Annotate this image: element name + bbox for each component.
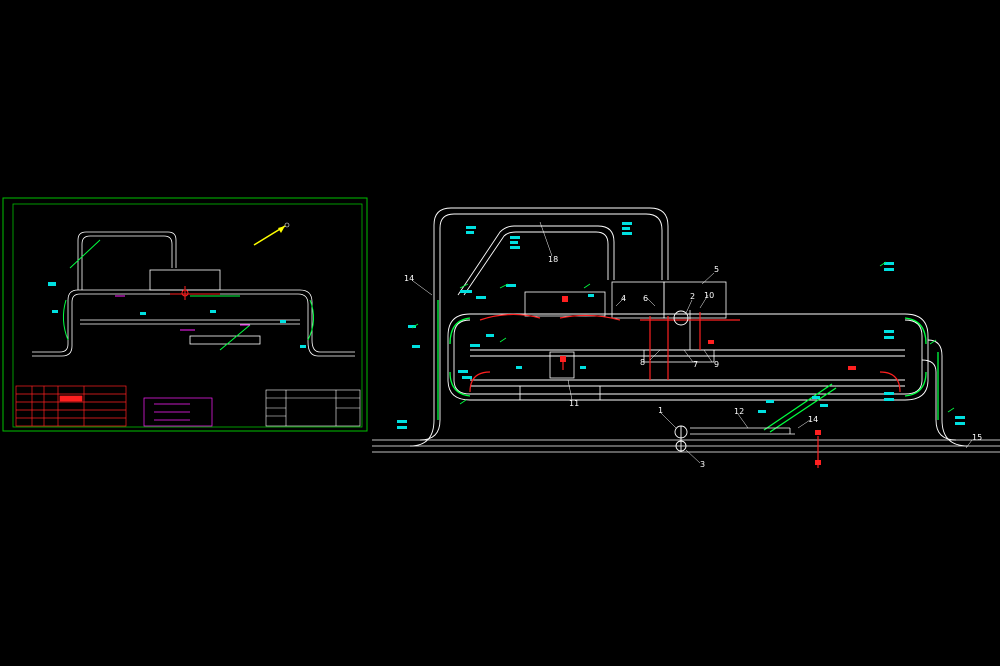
sheet-outer-border	[2, 197, 368, 432]
sheet-inner-border	[12, 203, 363, 428]
callout-12: 12	[734, 407, 744, 416]
overview-magenta-marks	[115, 295, 250, 331]
callout-1: 1	[658, 406, 663, 415]
cyan-annotations	[397, 222, 965, 429]
callout-18: 18	[548, 255, 558, 264]
callout-14-right: 14	[808, 415, 818, 424]
overview-sheet	[2, 197, 368, 432]
red-track-sections	[469, 312, 901, 468]
overview-cyan-annotations	[48, 282, 306, 348]
callout-2: 2	[690, 292, 695, 301]
callout-5: 5	[714, 265, 719, 274]
upper-loop	[433, 207, 669, 296]
callout-7: 7	[693, 360, 698, 369]
green-curve-sections	[437, 300, 939, 433]
parts-table	[15, 385, 127, 427]
legend-box	[143, 397, 213, 427]
main-oval-loop	[409, 272, 969, 447]
overview-green-sections	[62, 239, 314, 351]
red-markers	[560, 296, 856, 465]
callout-3: 3	[700, 460, 705, 469]
callout-14-left: 14	[404, 274, 414, 283]
main-track-plan: 1 2 3 4 5 6 7 8 9 10 11 12 14 14 15 18	[372, 207, 1000, 469]
callout-10: 10	[704, 291, 714, 300]
overview-track-layout	[32, 231, 355, 357]
overview-red-sections	[170, 286, 220, 300]
callout-9: 9	[714, 360, 719, 369]
callout-4: 4	[621, 294, 626, 303]
title-block	[265, 389, 361, 427]
building-outlines	[519, 281, 727, 401]
green-flag-markers	[411, 261, 955, 413]
callout-11: 11	[569, 399, 579, 408]
callout-6: 6	[643, 294, 648, 303]
callout-15: 15	[972, 433, 982, 442]
bottom-spur	[690, 427, 795, 435]
callout-leaders	[412, 221, 973, 464]
turntable-junction	[673, 310, 689, 452]
callout-8: 8	[640, 358, 645, 367]
north-arrow-icon	[253, 222, 290, 246]
callout-numbers: 1 2 3 4 5 6 7 8 9 10 11 12 14 14 15 18	[404, 255, 982, 469]
